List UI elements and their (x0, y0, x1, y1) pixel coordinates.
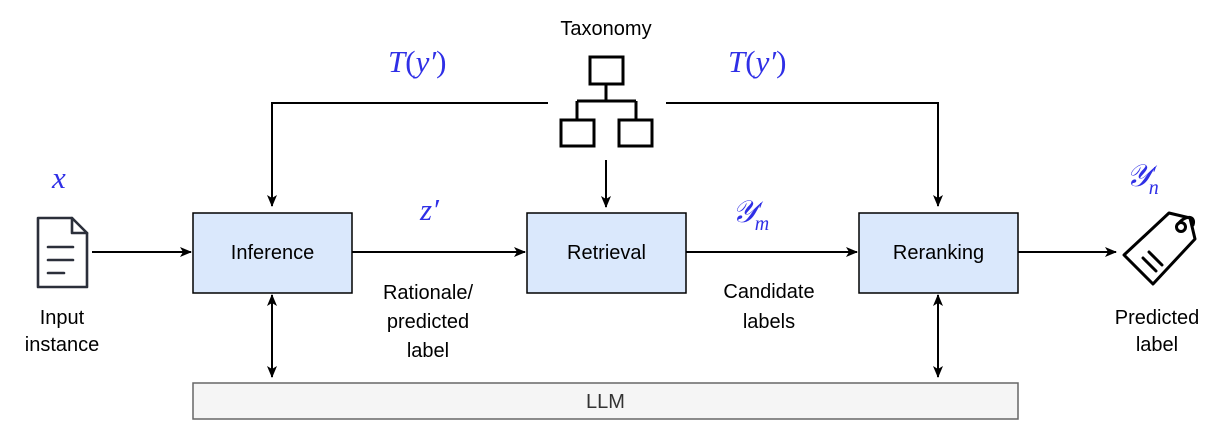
reranking-box: Reranking (858, 212, 1019, 294)
retrieval-label: Retrieval (567, 242, 646, 264)
rationale-label-line3: label (407, 340, 449, 362)
candidates-label-line1: Candidate (723, 281, 814, 303)
tag-icon (1122, 211, 1197, 286)
taxonomy-symbol-left: T(y′) (388, 44, 446, 79)
inference-box: Inference (192, 212, 353, 294)
input-label-line2: instance (25, 334, 100, 356)
candidates-symbol: 𝒴′m (732, 194, 769, 235)
document-icon (36, 216, 89, 289)
llm-label: LLM (586, 391, 625, 413)
rationale-symbol: z′ (419, 192, 440, 227)
candidates-label-line2: labels (743, 311, 795, 333)
taxonomy-to-reranking-arrow (666, 102, 943, 207)
prediction-symbol: 𝒴′n (1126, 158, 1159, 199)
taxonomy-to-inference-arrow (267, 102, 548, 207)
output-label-line1: Predicted (1115, 307, 1200, 329)
output-label-line2: label (1136, 334, 1178, 356)
llm-box: LLM (192, 382, 1019, 420)
retrieval-box: Retrieval (526, 212, 687, 294)
input-label-line1: Input (40, 307, 85, 329)
reranking-label: Reranking (893, 242, 984, 264)
taxonomy-icon (559, 55, 654, 148)
rationale-label-line1: Rationale/ (383, 282, 474, 304)
taxonomy-label: Taxonomy (560, 18, 651, 40)
rationale-label-line2: predicted (387, 311, 469, 333)
inference-label: Inference (231, 242, 314, 264)
input-symbol: x (51, 160, 66, 195)
taxonomy-symbol-right: T(y′) (728, 44, 786, 79)
